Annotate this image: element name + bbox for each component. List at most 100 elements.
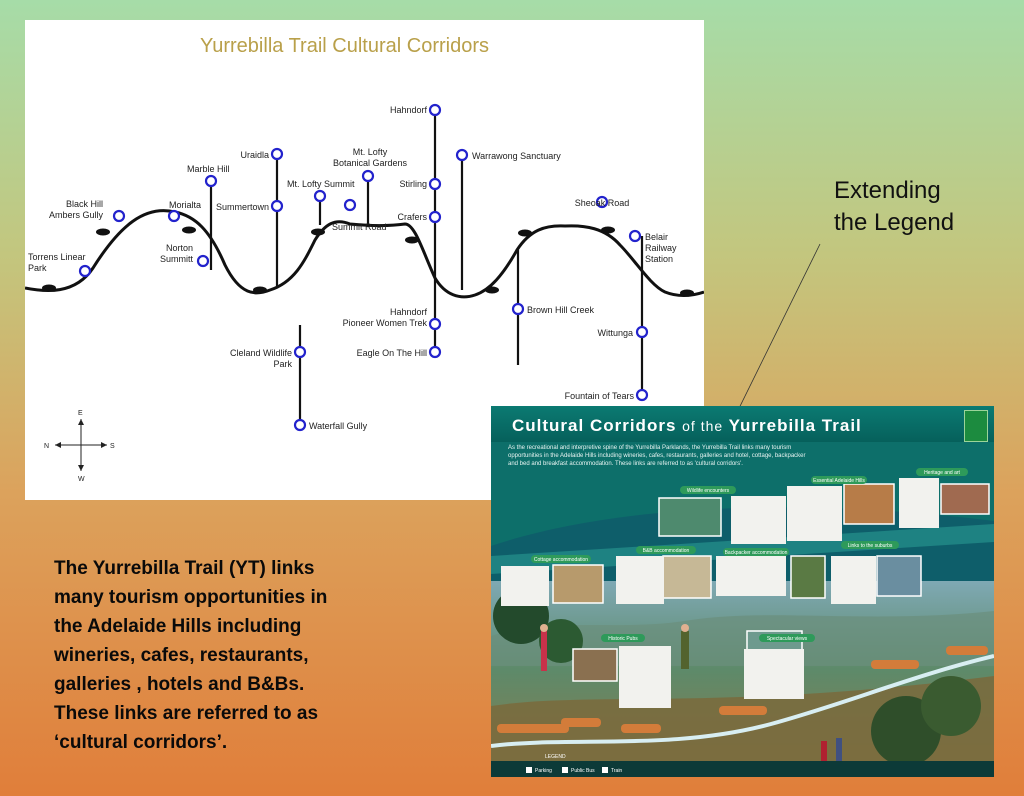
stop-marker-summitroad: [343, 198, 357, 212]
footprint-icon: [680, 289, 694, 297]
legend-label: LEGEND: [545, 754, 566, 760]
stop-marker-uraidla: [270, 147, 284, 161]
stop-label-crafers: Crafers: [397, 212, 427, 222]
footprint-icon: [253, 286, 267, 294]
footprint-icon: [96, 228, 110, 236]
stop-marker-sheoak: [595, 195, 609, 209]
poster-pill: [531, 555, 591, 563]
legend-label: Parking: [535, 768, 552, 774]
stop-label-summitroad: Summit Road: [332, 222, 387, 232]
stop-marker-waterfall: [293, 418, 307, 432]
stop-label-marblehill: Marble Hill: [187, 164, 230, 174]
stop-marker-fountain: [635, 388, 649, 402]
poster-image: Wildlife encounters Essential Adelaide Hi…: [491, 406, 994, 777]
poster-pill-label: Wildlife encounters: [687, 488, 730, 494]
stop-marker-eagle: [428, 345, 442, 359]
footprint-icon: [518, 229, 532, 237]
poster-pill: [636, 546, 696, 554]
poster-pill-label: Links to the suburbs: [848, 543, 893, 549]
footprint-icon: [182, 226, 196, 234]
stop-marker-crafers: [428, 210, 442, 224]
stop-marker-morialta: [167, 209, 181, 223]
poster-pill: [723, 548, 789, 556]
poster-pill: [759, 634, 815, 642]
poster-intro-text: As the recreational and interpretive spi…: [508, 445, 806, 467]
compass-south: W: [78, 476, 85, 483]
stop-marker-brownhill: [511, 302, 525, 316]
stop-label-summertown: Summertown: [216, 202, 269, 212]
footprint-icon: [485, 286, 499, 294]
legend-label: Public Bus: [571, 768, 595, 774]
poster-pill: [601, 634, 645, 642]
legend-swatch: [602, 767, 608, 773]
stop-marker-pioneer: [428, 317, 442, 331]
stop-label-fountain: Fountain of Tears: [565, 391, 635, 401]
poster-category-pills: Wildlife encounters Essential Adelaide Hi…: [531, 468, 968, 642]
stop-label-warrawong: Warrawong Sanctuary: [472, 151, 561, 161]
compass: E N S W: [44, 410, 115, 483]
stop-label-morialta: Morialta: [169, 200, 201, 210]
stop-marker-wittunga: [635, 325, 649, 339]
stop-marker-norton: [196, 254, 210, 268]
stop-label-wittunga: Wittunga: [597, 328, 633, 338]
poster-pill: [916, 468, 968, 476]
stop-label-eagle: Eagle On The Hill: [357, 348, 427, 358]
stop-marker-torrens: [78, 264, 92, 278]
legend-swatch: [562, 767, 568, 773]
poster-pill: [811, 476, 867, 484]
poster-artwork: Wildlife encounters Essential Adelaide Hi…: [491, 468, 994, 777]
stop-label-uraidla: Uraidla: [240, 150, 269, 160]
poster-info-cards: [501, 478, 939, 708]
stop-marker-hahndorf: [428, 103, 442, 117]
stop-marker-cleland: [293, 345, 307, 359]
stop-marker-stirling: [428, 177, 442, 191]
stop-label-hahndorf: Hahndorf: [390, 105, 428, 115]
poster-header: Cultural Corridors of the Yurrebilla Tra…: [491, 406, 994, 442]
poster-pill-label: Essential Adelaide Hills: [813, 478, 865, 484]
poster-pill-label: Cottage accommodation: [534, 557, 588, 563]
poster-legend: LEGEND Parking Public Bus Train: [526, 754, 622, 774]
stop-label-waterfall: Waterfall Gully: [309, 421, 368, 431]
stop-marker-mtlofty: [313, 189, 327, 203]
poster-pill-label: Backpacker accommodation: [725, 550, 788, 556]
legend-label: Train: [611, 768, 622, 774]
footprint-markers: [42, 226, 694, 297]
poster-pill: [680, 486, 736, 494]
compass-north: E: [78, 410, 83, 417]
poster-title: Cultural Corridors of the Yurrebilla Tra…: [512, 416, 862, 436]
legend-swatch: [526, 767, 532, 773]
footprint-icon: [601, 226, 615, 234]
poster-title-trail: Yurrebilla Trail: [728, 416, 862, 435]
compass-east: S: [110, 443, 115, 450]
stop-marker-summertown: [270, 199, 284, 213]
stop-marker-blackhill: [112, 209, 126, 223]
poster-logo: [964, 410, 988, 442]
stop-marker-botanical: [361, 169, 375, 183]
compass-west: N: [44, 443, 49, 450]
poster-pill-label: Spectacular views: [767, 636, 808, 642]
stop-marker-warrawong: [455, 148, 469, 162]
footprint-icon: [42, 284, 56, 292]
poster-pill-label: Heritage and art: [924, 470, 960, 476]
stop-marker-belair: [628, 229, 642, 243]
stop-marker-marblehill: [204, 174, 218, 188]
stop-label-brownhill: Brown Hill Creek: [527, 305, 595, 315]
stop-label-mtlofty: Mt. Lofty Summit: [287, 179, 355, 189]
map-title: Yurrebilla Trail Cultural Corridors: [200, 35, 489, 57]
footprint-icon: [311, 228, 325, 236]
stop-label-stirling: Stirling: [399, 179, 427, 189]
stop-label-sheoak: Sheoak Road: [575, 198, 630, 208]
poster-pill: [841, 541, 899, 549]
poster-title-of: of the: [682, 418, 724, 434]
footprint-icon: [405, 236, 419, 244]
poster-title-main: Cultural Corridors: [512, 416, 677, 435]
poster-pill-label: B&B accommodation: [643, 548, 690, 554]
